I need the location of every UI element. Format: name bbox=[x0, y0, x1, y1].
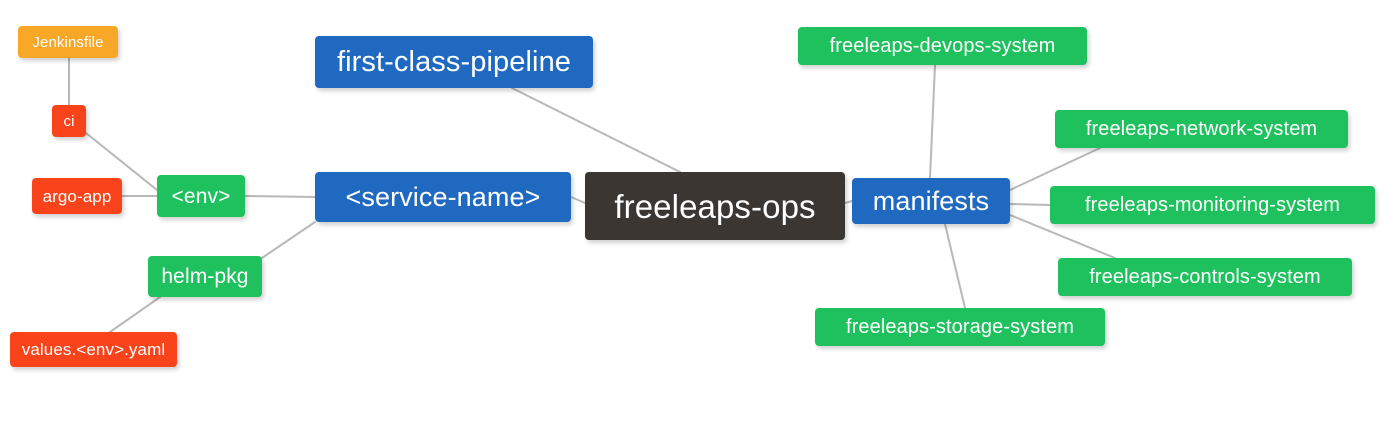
edge-service-name-to-helm-pkg bbox=[261, 221, 316, 259]
node-env[interactable]: <env> bbox=[157, 175, 245, 217]
node-helm-pkg[interactable]: helm-pkg bbox=[148, 256, 262, 297]
node-devops-system[interactable]: freeleaps-devops-system bbox=[798, 27, 1087, 65]
node-ci[interactable]: ci bbox=[52, 105, 86, 137]
edge-manifests-to-monitoring-system bbox=[1009, 203, 1051, 206]
node-controls-system[interactable]: freeleaps-controls-system bbox=[1058, 258, 1352, 296]
node-monitoring-system[interactable]: freeleaps-monitoring-system bbox=[1050, 186, 1375, 224]
edge-freeleaps-ops-to-manifests bbox=[844, 200, 853, 204]
node-label-env: <env> bbox=[171, 184, 231, 208]
node-label-jenkinsfile: Jenkinsfile bbox=[32, 33, 104, 51]
node-service-name[interactable]: <service-name> bbox=[315, 172, 571, 222]
node-label-storage-system: freeleaps-storage-system bbox=[845, 316, 1075, 338]
node-argo-app[interactable]: argo-app bbox=[32, 178, 122, 214]
node-label-manifests: manifests bbox=[872, 185, 990, 216]
node-first-class-pipeline[interactable]: first-class-pipeline bbox=[315, 36, 593, 88]
node-label-ci: ci bbox=[63, 112, 75, 130]
edge-env-to-service-name bbox=[244, 195, 316, 198]
node-label-monitoring-system: freeleaps-monitoring-system bbox=[1084, 194, 1340, 216]
node-storage-system[interactable]: freeleaps-storage-system bbox=[815, 308, 1105, 346]
edge-manifests-to-storage-system bbox=[944, 223, 966, 309]
node-label-first-class-pipeline: first-class-pipeline bbox=[336, 45, 572, 78]
node-jenkinsfile[interactable]: Jenkinsfile bbox=[18, 26, 118, 58]
node-manifests[interactable]: manifests bbox=[852, 178, 1010, 224]
edge-manifests-to-devops-system bbox=[929, 64, 936, 179]
node-label-devops-system: freeleaps-devops-system bbox=[829, 35, 1056, 57]
edge-manifests-to-network-system bbox=[1009, 147, 1101, 191]
node-label-argo-app: argo-app bbox=[42, 186, 112, 206]
node-label-helm-pkg: helm-pkg bbox=[161, 265, 249, 288]
node-values-yaml[interactable]: values.<env>.yaml bbox=[10, 332, 177, 367]
node-freeleaps-ops[interactable]: freeleaps-ops bbox=[585, 172, 845, 240]
edge-service-name-to-freeleaps-ops bbox=[570, 196, 586, 204]
node-label-freeleaps-ops: freeleaps-ops bbox=[614, 187, 816, 225]
node-network-system[interactable]: freeleaps-network-system bbox=[1055, 110, 1348, 148]
node-label-controls-system: freeleaps-controls-system bbox=[1089, 266, 1321, 288]
edge-helm-pkg-to-values-yaml bbox=[109, 296, 161, 333]
node-label-network-system: freeleaps-network-system bbox=[1085, 118, 1318, 140]
node-label-values-yaml: values.<env>.yaml bbox=[21, 340, 166, 359]
edge-first-class-pipeline-to-freeleaps-ops bbox=[511, 87, 681, 173]
node-label-service-name: <service-name> bbox=[345, 181, 541, 212]
